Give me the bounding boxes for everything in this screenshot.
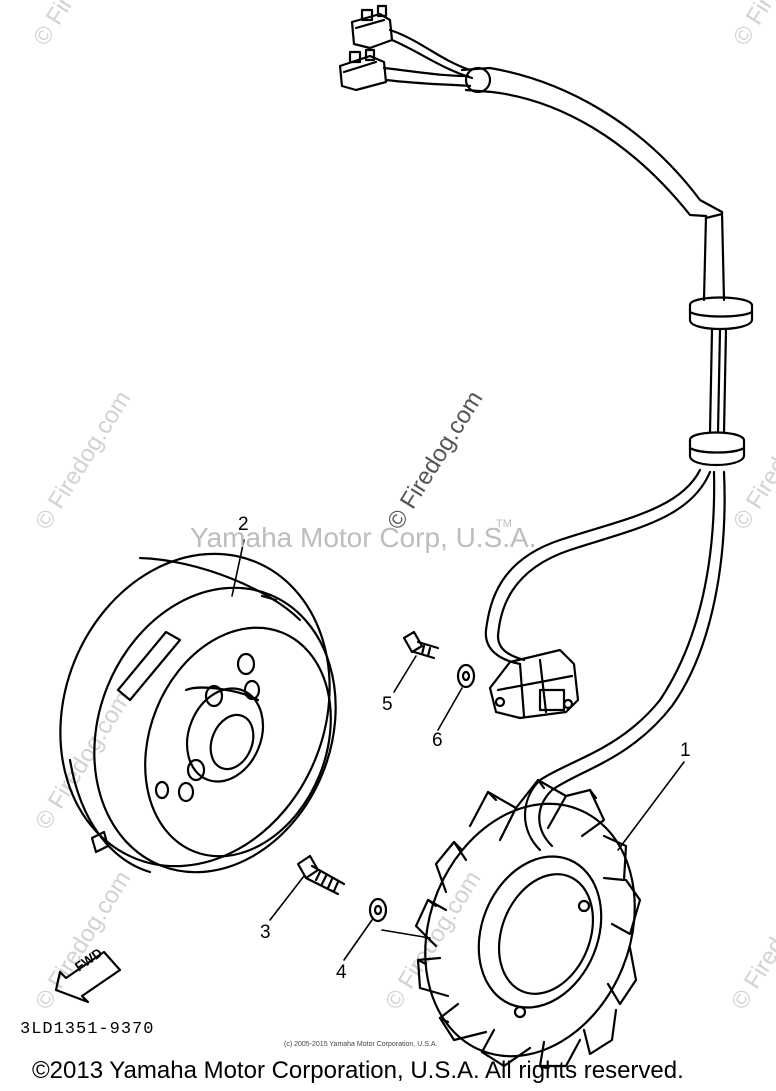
bolt-3 bbox=[296, 854, 346, 896]
washer-4 bbox=[368, 897, 388, 923]
leader-4 bbox=[343, 919, 373, 961]
watermark-tm: TM bbox=[496, 518, 512, 530]
callout-1: 1 bbox=[680, 740, 691, 761]
diagram-code: 3LD1351-9370 bbox=[20, 1020, 155, 1039]
fwd-arrow bbox=[54, 950, 122, 1004]
connector-upper bbox=[350, 4, 394, 50]
callout-2: 2 bbox=[238, 514, 249, 535]
connector-lower bbox=[338, 48, 388, 92]
leader-5 bbox=[393, 655, 417, 693]
watermark-yamaha: Yamaha Motor Corp, U.S.A. bbox=[190, 522, 537, 553]
small-copyright: (c) 2005-2015 Yamaha Motor Corporation, … bbox=[284, 1041, 438, 1048]
washer-6 bbox=[456, 663, 476, 689]
leader-3 bbox=[269, 875, 305, 921]
bolt-5 bbox=[402, 630, 440, 660]
leader-1 bbox=[617, 761, 685, 851]
stator-coil bbox=[414, 778, 642, 1070]
callout-3: 3 bbox=[260, 922, 271, 943]
flywheel-rotor bbox=[59, 552, 337, 874]
callout-4: 4 bbox=[336, 962, 347, 983]
callout-6: 6 bbox=[432, 730, 443, 751]
pickup-coil bbox=[488, 648, 580, 720]
leader-2 bbox=[231, 539, 245, 597]
copyright-notice: ©2013 Yamaha Motor Corporation, U.S.A. A… bbox=[32, 1057, 684, 1084]
leader-6 bbox=[437, 687, 463, 731]
callout-5: 5 bbox=[382, 694, 393, 715]
